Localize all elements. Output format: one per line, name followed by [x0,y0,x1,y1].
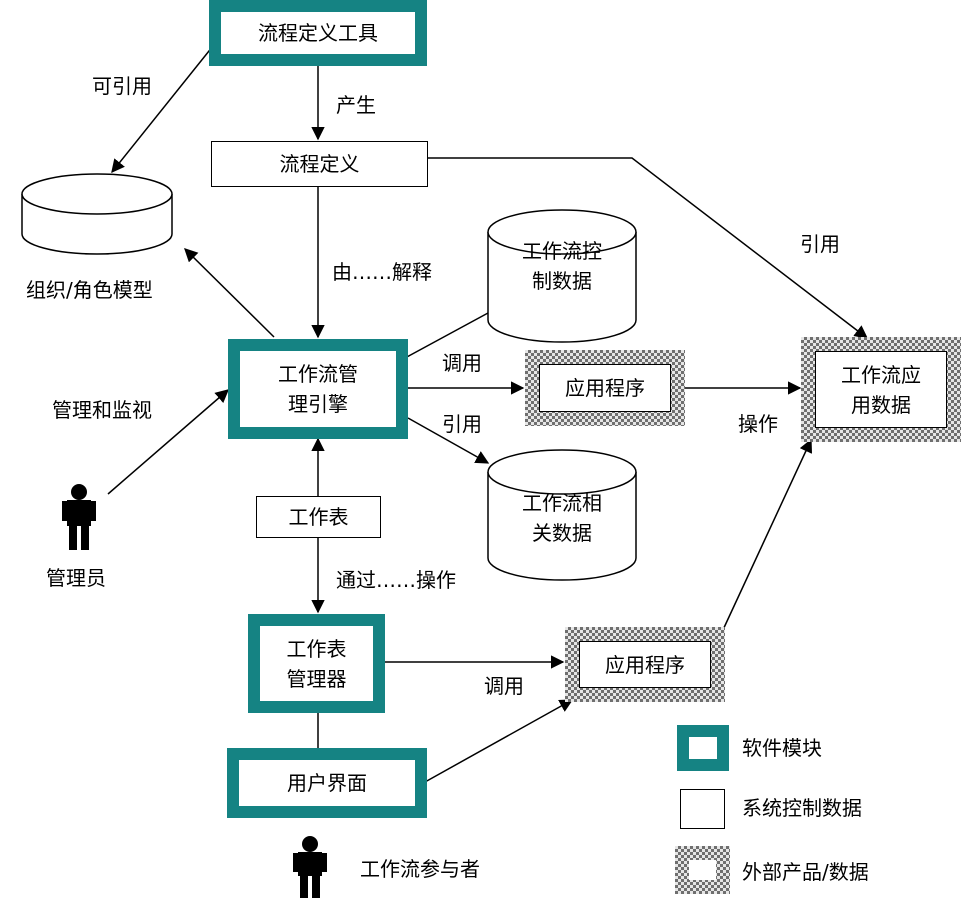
edge-definition-to-app-data [428,157,869,339]
legend-swatch-external [675,846,730,894]
org-model-label: 组织/角色模型 [26,278,153,302]
worklist-manager-label-line2: 管理器 [286,666,347,691]
edge-label-operate-via: 通过……操作 [336,568,456,592]
legend-label-module: 软件模块 [742,736,822,760]
legend-label-control: 系统控制数据 [742,796,862,820]
edge-engine-to-control-data [404,312,489,359]
control-data-database [487,209,637,343]
app-data-label-line1: 工作流应 [841,362,921,387]
edge-label-can-reference: 可引用 [92,74,152,98]
edge-app2-to-app-data [721,438,813,633]
legend-swatch-control [680,789,725,829]
worklist-manager-label-line1: 工作表 [286,636,347,661]
participant-person-icon [293,836,327,898]
edge-tool-to-org-model [111,45,214,174]
process-definition-tool: 流程定义工具 [209,0,427,66]
workflow-engine-label-line1: 工作流管 [278,362,358,386]
edge-label-produce: 产生 [336,93,376,117]
edge-label-monitor: 管理和监视 [52,398,152,422]
edge-label-reference-top: 引用 [800,232,840,256]
process-definition-tool-label: 流程定义工具 [258,21,378,45]
edge-engine-to-relevant-data [407,417,490,464]
legend-swatch-module [677,725,729,771]
relevant-data-database [487,449,637,581]
user-interface-label: 用户界面 [287,771,367,795]
control-data-label-line1: 工作流控 [522,239,602,263]
process-definition: 流程定义 [211,141,428,187]
application-program-1: 应用程序 [525,350,685,426]
worklist-manager: 工作表 管理器 [248,614,385,713]
user-interface: 用户界面 [227,748,427,818]
edge-label-invoke-1: 调用 [442,351,482,375]
worklist: 工作表 [256,496,381,538]
admin-label: 管理员 [46,566,106,590]
workflow-application-data: 工作流应 用数据 [801,337,961,442]
process-definition-label: 流程定义 [279,152,360,176]
app-data-label-line2: 用数据 [851,392,911,417]
workflow-engine: 工作流管 理引擎 [228,339,408,439]
admin-person-icon [62,484,96,550]
org-model-database [21,173,173,255]
edge-engine-to-org-model [184,248,275,338]
edge-ui-to-app2 [424,699,574,783]
application-program-1-label: 应用程序 [565,376,645,400]
control-data-label-line2: 制数据 [532,269,592,293]
application-program-2-label: 应用程序 [605,652,685,677]
application-program-2: 应用程序 [565,627,725,702]
worklist-label: 工作表 [288,505,349,529]
edge-label-invoke-2: 调用 [484,674,524,698]
workflow-engine-label-line2: 理引擎 [288,392,348,416]
relevant-data-label-line1: 工作流相 [522,491,602,515]
relevant-data-label-line2: 关数据 [532,521,592,545]
edge-label-operate-right: 操作 [738,412,778,436]
edge-label-interpret: 由……解释 [332,260,432,284]
edge-admin-to-engine [107,389,230,495]
legend-label-external: 外部产品/数据 [742,860,869,884]
participant-label: 工作流参与者 [360,857,480,881]
edge-label-reference-mid: 引用 [442,412,482,436]
